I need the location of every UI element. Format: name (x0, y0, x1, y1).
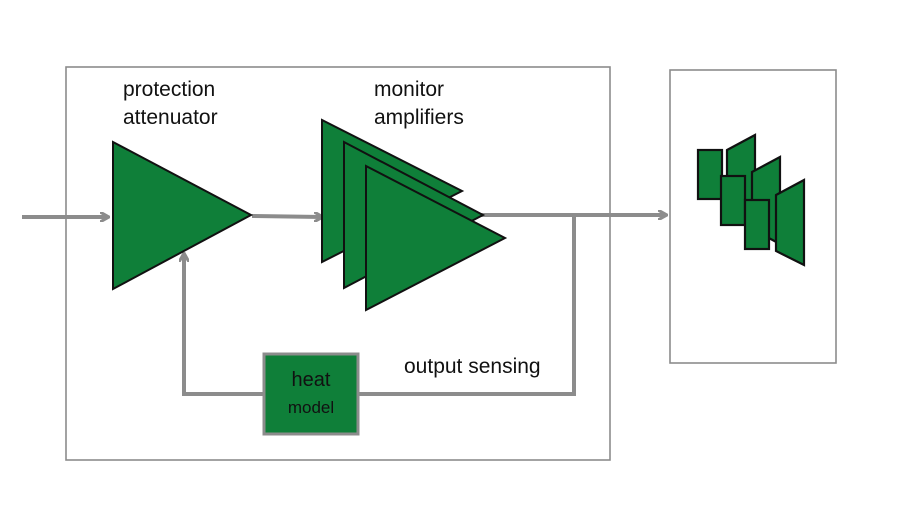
speaker-array-icon (696, 133, 806, 267)
protection-attenuator-triangle (112, 140, 254, 291)
protection-label-line1: protection (123, 78, 215, 101)
monitor-amplifiers (321, 118, 508, 312)
monitor-label-line1: monitor (374, 78, 444, 101)
heat-model-label-line1: heat (292, 369, 331, 391)
sensing-line (358, 215, 576, 396)
feedback-arrow (184, 254, 264, 396)
monitor-label-line2: amplifiers (374, 106, 464, 129)
speaker-box (669, 69, 837, 364)
output-sensing-label: output sensing (404, 355, 541, 378)
signal-lines (22, 215, 666, 396)
protection-label-line2: attenuator (123, 106, 218, 129)
attenuator-to-amp-arrow (251, 216, 322, 217)
heat-model-label-line2: model (288, 398, 334, 417)
processor-box (65, 66, 611, 461)
heat-model-box (262, 352, 360, 436)
amplifier-triangle-front (365, 164, 508, 312)
